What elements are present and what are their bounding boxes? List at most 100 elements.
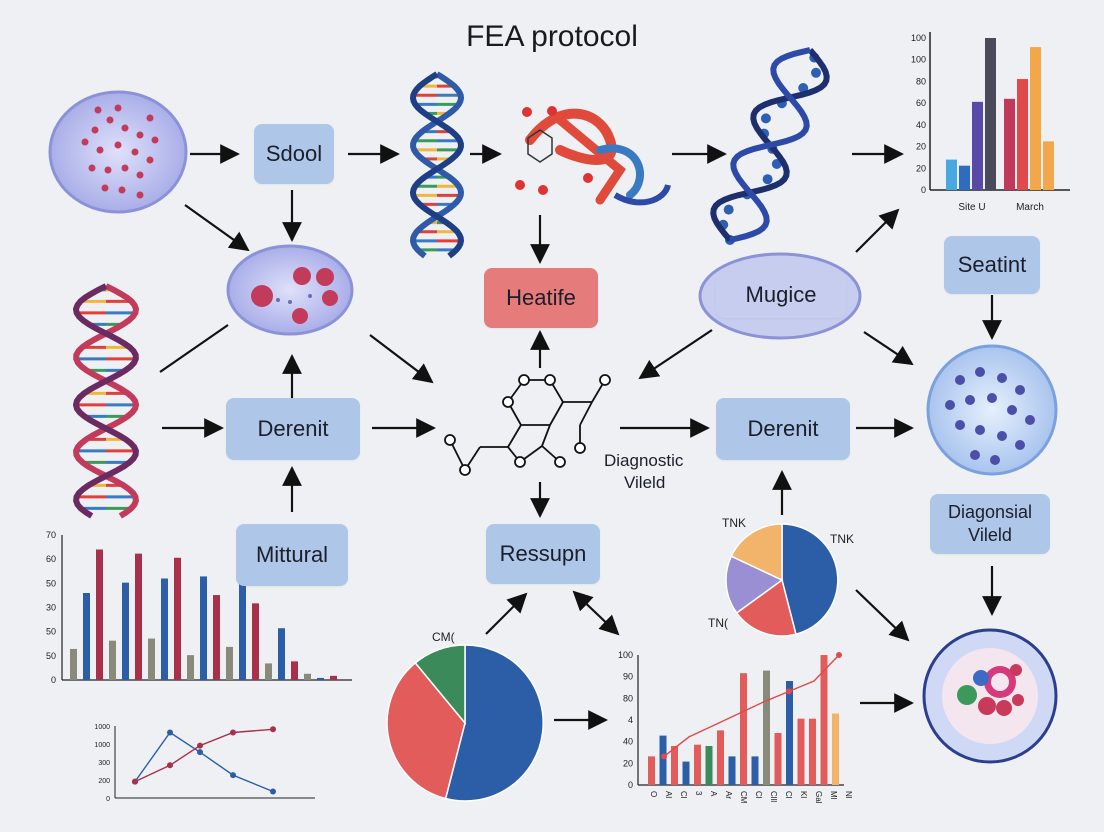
data-point xyxy=(786,688,792,695)
bar xyxy=(1017,79,1028,190)
label-tnk-right: TNK xyxy=(830,532,854,546)
dna-strand xyxy=(73,283,140,519)
dna-strand xyxy=(729,47,811,243)
trend-line xyxy=(663,654,840,757)
bar xyxy=(751,756,759,785)
cell-dot xyxy=(1025,415,1035,425)
data-point xyxy=(197,742,203,749)
y-tick-label: 80 xyxy=(623,693,633,703)
cell-dot xyxy=(975,425,985,435)
bar xyxy=(740,673,747,785)
x-tick-label: March xyxy=(1016,202,1044,213)
label-diagnostic: Diagnostic Vileld xyxy=(604,450,683,494)
data-point xyxy=(132,778,138,785)
bar xyxy=(809,718,816,785)
node-derenit-left: Derenit xyxy=(226,398,360,460)
bar xyxy=(226,646,233,680)
x-tick-label: CM xyxy=(739,791,748,804)
y-tick-label: 30 xyxy=(46,603,56,613)
bar xyxy=(694,744,701,785)
bar xyxy=(330,675,337,680)
label-tn-bottom: TN( xyxy=(708,616,728,630)
mugice-cell-icon xyxy=(698,252,862,340)
x-tick-label: Cl xyxy=(784,791,793,799)
node-derenit-right: Derenit xyxy=(716,398,850,460)
bar xyxy=(109,640,116,680)
node-seatint: Seatint xyxy=(944,236,1040,294)
cell-dot xyxy=(131,148,139,156)
pie-chart-cm xyxy=(386,644,544,802)
bar xyxy=(763,670,770,785)
dna-bead xyxy=(798,83,809,93)
y-tick-label: 60 xyxy=(916,98,926,108)
cell-dot xyxy=(955,375,965,385)
bar xyxy=(717,730,724,785)
cell-dot xyxy=(94,106,102,114)
pie-slice xyxy=(725,555,784,614)
label-diagnostic-line2: Vileld xyxy=(624,473,666,492)
x-tick-label: A xyxy=(709,791,718,797)
bar xyxy=(1030,47,1041,191)
x-tick-label: Kl xyxy=(799,791,808,798)
bar xyxy=(265,663,272,680)
bar xyxy=(96,549,103,680)
x-tick-label: Al xyxy=(664,791,673,798)
cell-dot xyxy=(975,367,985,377)
page-title: FEA protocol xyxy=(466,20,638,53)
label-cm: CM( xyxy=(432,630,455,644)
x-tick-label: Cl xyxy=(754,791,763,799)
node-sdool: Sdool xyxy=(254,124,334,184)
dna-strand xyxy=(409,71,465,259)
label-diagnostic-line1: Diagnostic xyxy=(604,451,684,470)
y-tick-label: 60 xyxy=(46,554,56,564)
cell-dot xyxy=(997,431,1007,441)
protein-icon xyxy=(515,106,671,206)
bar xyxy=(213,595,220,680)
y-tick-label: 80 xyxy=(916,76,926,86)
data-point xyxy=(836,652,842,658)
bar xyxy=(148,638,155,680)
pie-slice xyxy=(735,578,797,637)
node-mugice: Mugice xyxy=(716,272,846,318)
cell-dot xyxy=(151,136,159,144)
bar xyxy=(200,576,207,680)
pie-slice xyxy=(730,523,783,582)
x-tick-label: Ar xyxy=(724,791,733,799)
y-tick-label: 40 xyxy=(623,737,633,747)
bar xyxy=(239,572,246,680)
y-tick-label: 4 xyxy=(628,715,633,725)
bar xyxy=(161,578,168,680)
bar xyxy=(317,677,324,680)
series-line xyxy=(134,731,274,793)
data-point xyxy=(197,749,203,756)
cell-dot xyxy=(136,131,144,139)
x-tick-label: Cl xyxy=(679,791,688,799)
bar xyxy=(122,582,129,680)
bar xyxy=(187,655,194,680)
node-heatife: Heatife xyxy=(484,268,598,328)
x-tick-label: Nl xyxy=(844,791,853,799)
bar xyxy=(671,746,678,785)
dna-helix-right-icon xyxy=(710,47,830,245)
label-tnk-left: TNK xyxy=(722,516,746,530)
y-tick-label: 1000 xyxy=(94,724,110,731)
y-tick-label: 0 xyxy=(628,780,633,790)
bar xyxy=(985,38,996,190)
y-tick-label: 300 xyxy=(98,760,110,767)
cell-dot xyxy=(96,146,104,154)
y-tick-label: 200 xyxy=(98,778,110,785)
bar xyxy=(946,159,957,190)
pie-slice xyxy=(444,644,544,802)
cell-dot xyxy=(81,138,89,146)
data-point xyxy=(167,762,173,769)
cell-dot xyxy=(114,141,122,149)
bar xyxy=(786,681,793,785)
bar xyxy=(659,735,667,785)
dna-strand xyxy=(409,71,465,259)
cell-bottom-right-icon xyxy=(922,628,1058,764)
bar xyxy=(959,165,970,190)
data-point xyxy=(270,726,276,733)
